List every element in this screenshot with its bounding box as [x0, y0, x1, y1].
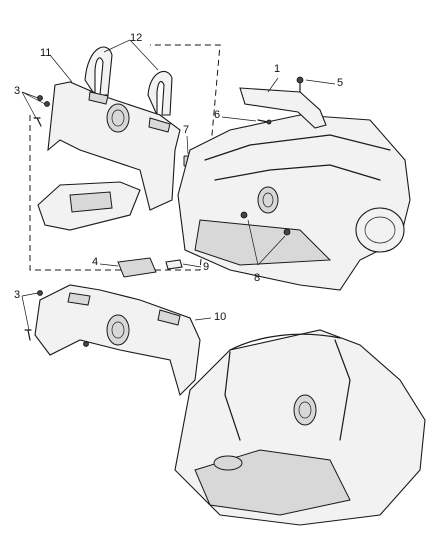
- callout-12: 12: [130, 32, 143, 44]
- nut: [283, 228, 291, 236]
- callout-4: 4: [92, 256, 99, 268]
- callout-10: 10: [214, 311, 227, 323]
- upper-vent-right: [148, 117, 171, 133]
- hoop-cover-right: [147, 70, 173, 116]
- nut: [240, 211, 248, 219]
- fastener-icon: [37, 290, 43, 296]
- callout-3-upper: 3: [14, 85, 21, 97]
- callout-7: 7: [183, 124, 190, 136]
- upper-vent-left: [88, 91, 109, 105]
- lower-speaker-box: [257, 186, 279, 214]
- callout-8: 8: [254, 272, 261, 284]
- callout-11: 11: [40, 47, 52, 59]
- hoop-cover-left: [84, 46, 113, 97]
- callout-9: 9: [203, 261, 210, 273]
- trunk-floor: [194, 219, 332, 266]
- callout-5: 5: [337, 77, 344, 89]
- fastener-icon: [37, 95, 43, 101]
- lower-trim-speaker: [106, 314, 130, 346]
- fastener-icon: [83, 341, 89, 347]
- badge-clip: [165, 259, 183, 270]
- bolt-icon: [296, 76, 304, 84]
- badge-emblem: [117, 257, 157, 278]
- callout-1: 1: [274, 63, 281, 75]
- wheel-arch: [355, 207, 405, 253]
- upper-speaker: [106, 103, 130, 133]
- top-bracket: [239, 87, 327, 129]
- callout-6: 6: [214, 109, 221, 121]
- group-boundary: [29, 44, 221, 271]
- fastener-icon: [44, 101, 50, 107]
- vehicle-body-upper: [177, 114, 411, 291]
- lower-body-speaker: [293, 394, 317, 426]
- callout-3-lower: 3: [14, 289, 21, 301]
